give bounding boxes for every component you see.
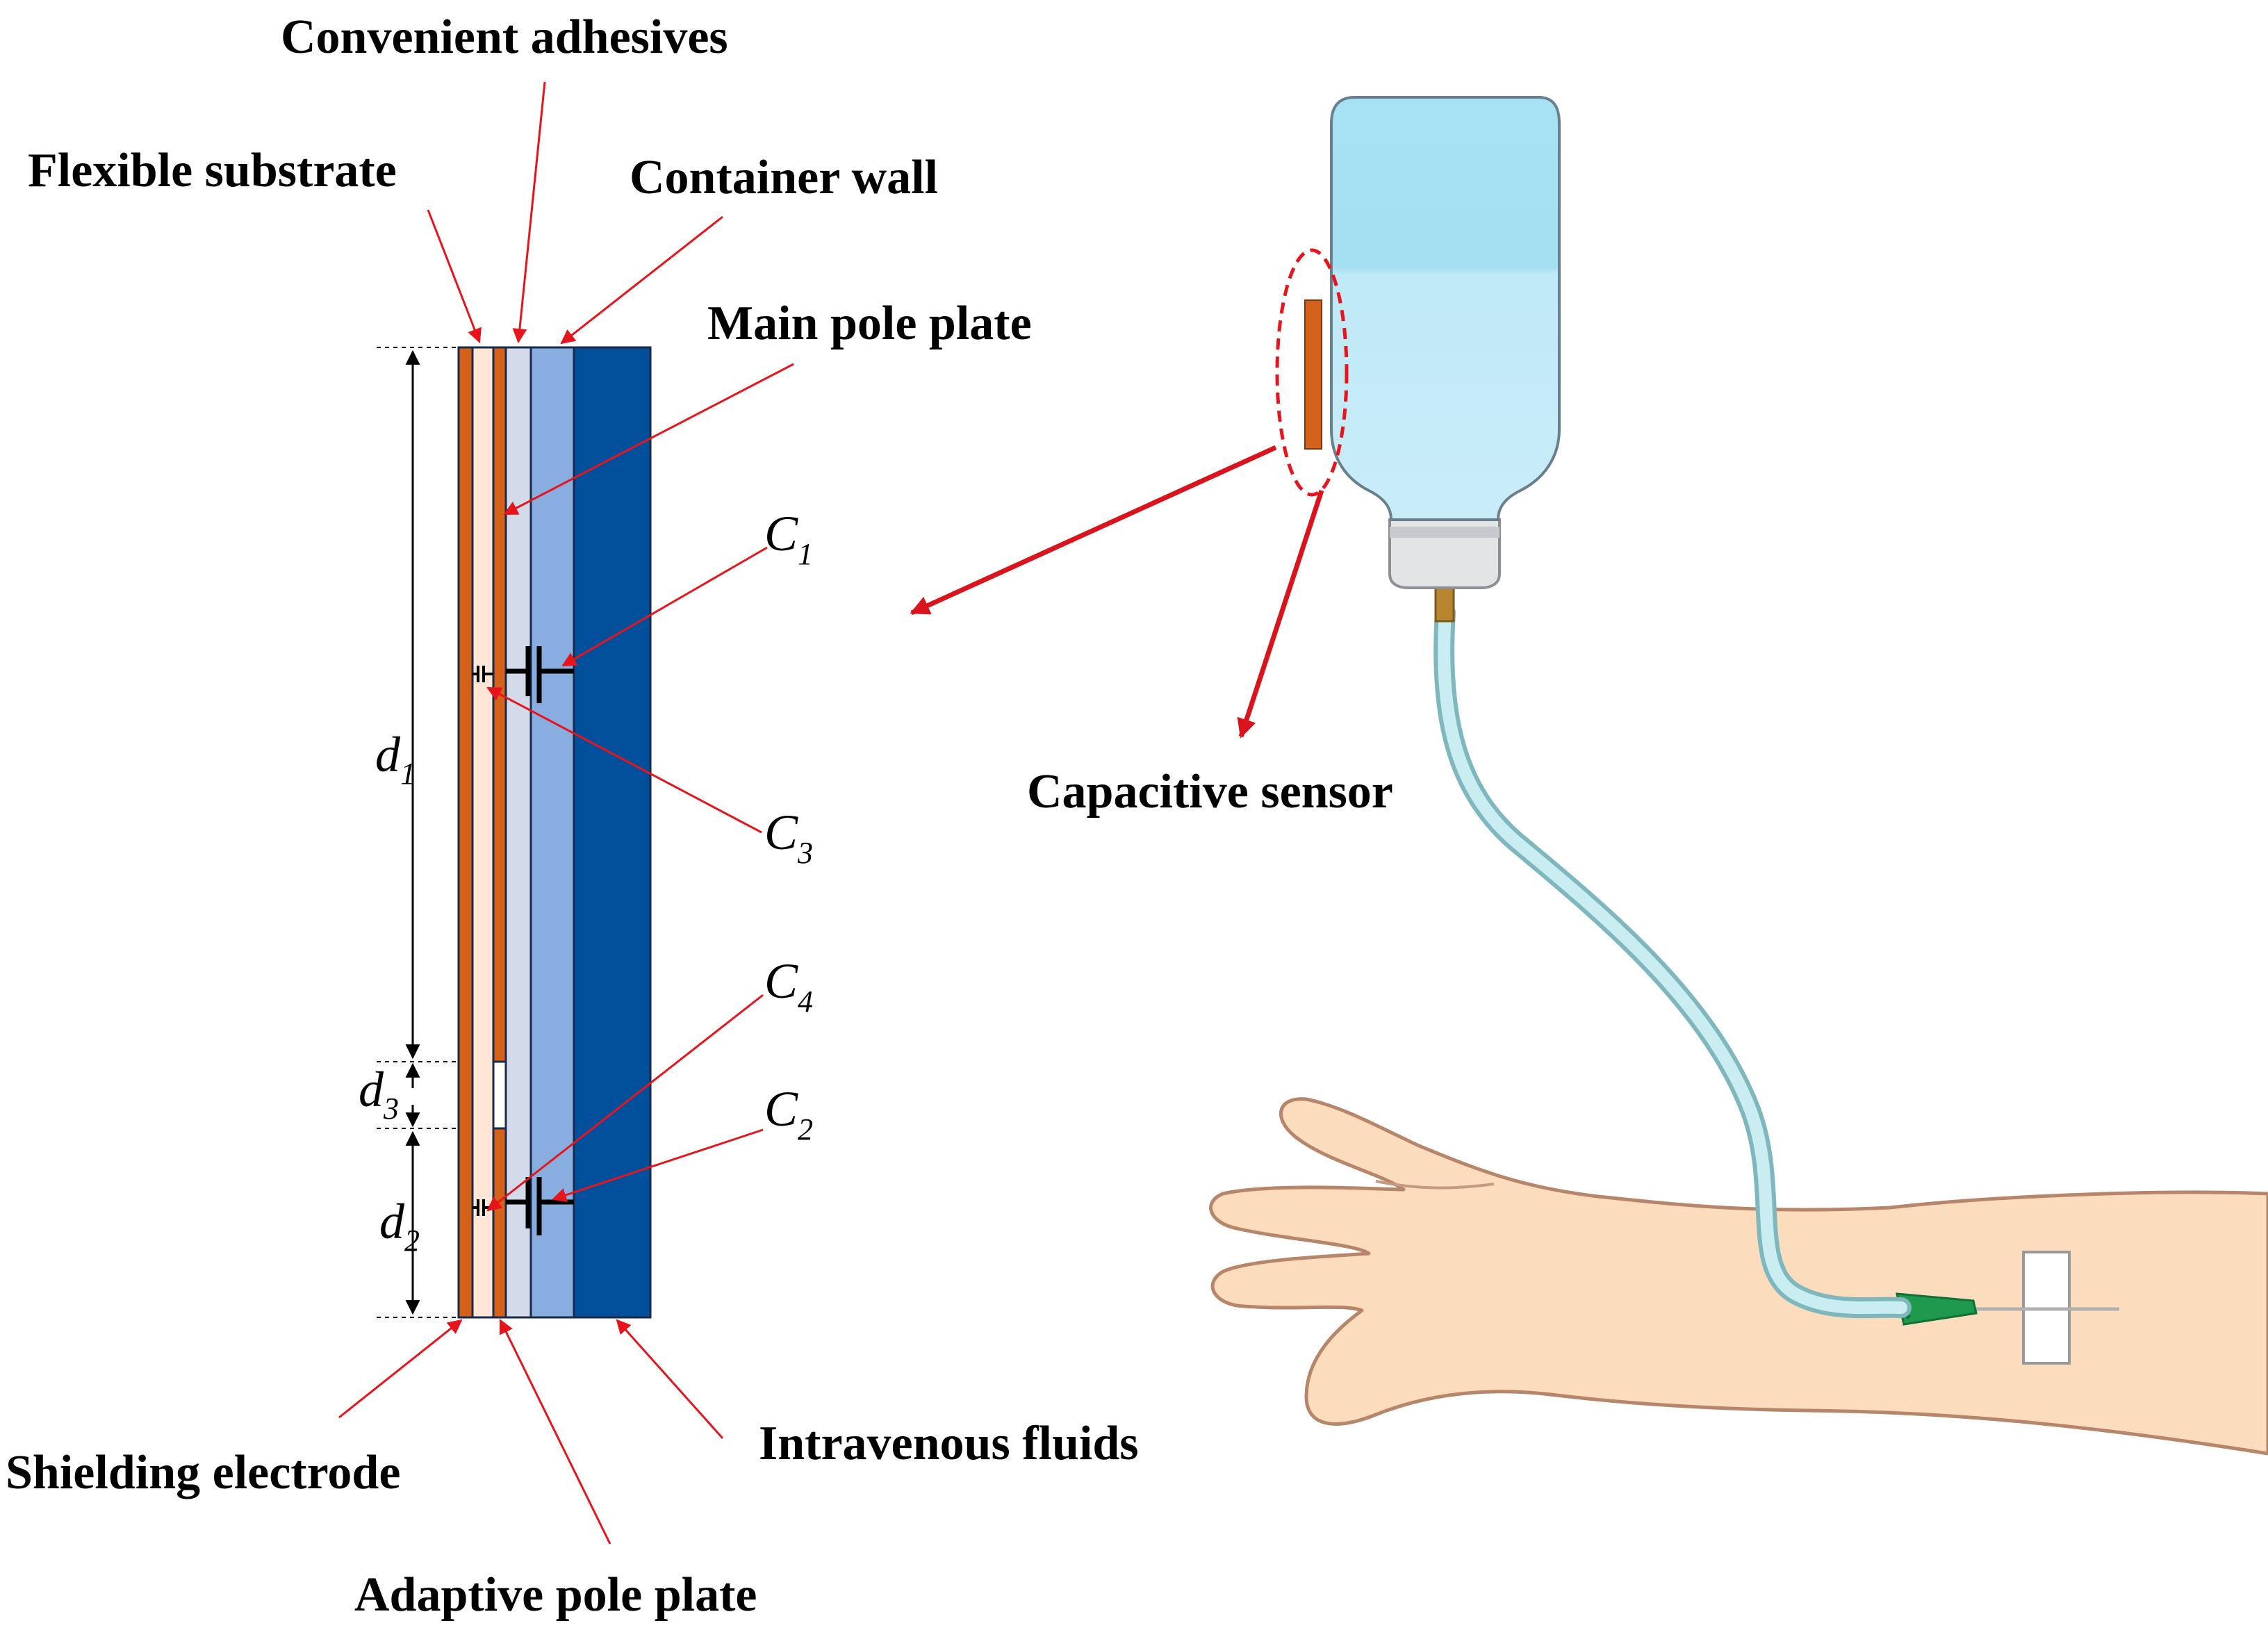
flexible-substrate-leader bbox=[427, 209, 482, 343]
flexible-substrate-label: Flexible substrate bbox=[28, 144, 397, 197]
main-pole-plate bbox=[492, 346, 507, 1063]
iv-illustration bbox=[910, 96, 2268, 1456]
iv-tube bbox=[1438, 607, 1907, 1315]
container-wall-label: Container wall bbox=[630, 151, 938, 204]
drip-connector bbox=[1434, 584, 1455, 623]
annotation-leaders bbox=[338, 81, 794, 1545]
c4-label: C4 bbox=[764, 953, 813, 1019]
hand-crease bbox=[1375, 1180, 1495, 1190]
intravenous-fluids-leader bbox=[616, 1319, 724, 1439]
c2-label: C2 bbox=[764, 1081, 813, 1146]
capacitive-sensor-arrow bbox=[1237, 489, 1324, 739]
capacitive-sensor-strip bbox=[1304, 299, 1322, 450]
sensor-cross-section bbox=[377, 346, 652, 1319]
capacitive-sensor-label: Capacitive sensor bbox=[1027, 765, 1393, 818]
c2-leader bbox=[552, 1128, 764, 1203]
c3-leader bbox=[486, 686, 762, 834]
d1-label: d1 bbox=[375, 727, 416, 791]
sensor-highlight-ellipse bbox=[1275, 248, 1349, 497]
c3-label: C3 bbox=[764, 805, 813, 870]
shielding-electrode-leader bbox=[338, 1319, 463, 1419]
adaptive-pole-plate bbox=[492, 1127, 507, 1319]
adaptive-pole-plate-label: Adaptive pole plate bbox=[354, 1568, 757, 1622]
main-pole-plate-leader bbox=[503, 363, 794, 516]
shielding-electrode-label: Shielding electrode bbox=[6, 1446, 400, 1499]
c4-leader bbox=[486, 994, 764, 1212]
main-pole-plate-label: Main pole plate bbox=[707, 297, 1032, 350]
container-wall-leader bbox=[560, 215, 723, 345]
intravenous-fluid-layer bbox=[573, 346, 652, 1319]
flexible-substrate-layer bbox=[471, 346, 495, 1319]
arm-hand bbox=[1209, 1097, 2268, 1456]
plate-gap bbox=[492, 1060, 507, 1130]
bottle-cap-rim bbox=[1390, 527, 1499, 538]
convenient-adhesives-label: Convenient adhesives bbox=[281, 10, 728, 64]
c1-leader bbox=[561, 546, 768, 667]
convenient-adhesives-leader bbox=[512, 81, 546, 344]
adhesive-layer bbox=[504, 346, 532, 1319]
shielding-electrode-layer bbox=[457, 346, 474, 1319]
adaptive-pole-plate-leader bbox=[499, 1319, 611, 1545]
c1-label: C1 bbox=[764, 506, 813, 571]
zoom-arrow bbox=[910, 445, 1277, 616]
capacitor-c1-symbol bbox=[506, 646, 574, 703]
iv-bottle bbox=[1330, 96, 1561, 521]
intravenous-fluids-label: Intravenous fluids bbox=[759, 1417, 1139, 1470]
capacitor-c3-symbol bbox=[472, 666, 493, 682]
d3-label: d3 bbox=[359, 1062, 399, 1126]
d2-label: d2 bbox=[379, 1194, 420, 1258]
